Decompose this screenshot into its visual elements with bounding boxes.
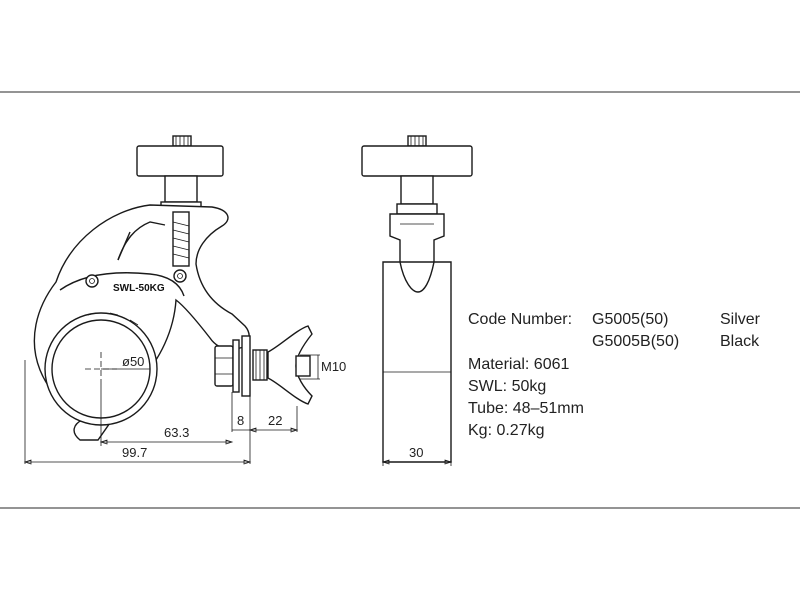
swl-spec: SWL: 50kg [468, 378, 547, 395]
clamp-front-view: 30 [361, 135, 473, 466]
engraving-label: SWL-50KG [113, 283, 165, 294]
code-number-2: G5005B(50) [592, 333, 680, 350]
clamp-side-view: SWL-50KG ø50 M10 63.3 8 [23, 135, 346, 465]
thread-size-label: M10 [321, 359, 346, 374]
tube-spec: Tube: 48–51mm [468, 400, 584, 417]
pivot-bolt-left [85, 274, 99, 288]
material-spec: Material: 6061 [468, 356, 570, 373]
color-2: Black [720, 333, 760, 350]
knob [136, 145, 224, 177]
dim-8-label: 8 [237, 413, 244, 428]
hex-nut [214, 345, 234, 387]
front-body [382, 261, 452, 463]
pivot-bolt-right [173, 269, 187, 283]
weight-spec: Kg: 0.27kg [468, 422, 545, 439]
diameter-label: ø50 [122, 354, 144, 369]
code-number-1: G5005(50) [592, 311, 669, 328]
dim-63-3-label: 63.3 [164, 425, 189, 440]
code-number-label: Code Number: [468, 311, 573, 328]
front-knob [361, 145, 473, 177]
dim-30-label: 30 [409, 445, 423, 460]
dim-99-7-label: 99.7 [122, 445, 147, 460]
screw-thread [172, 211, 190, 267]
color-1: Silver [720, 311, 761, 328]
dim-22-label: 22 [268, 413, 282, 428]
